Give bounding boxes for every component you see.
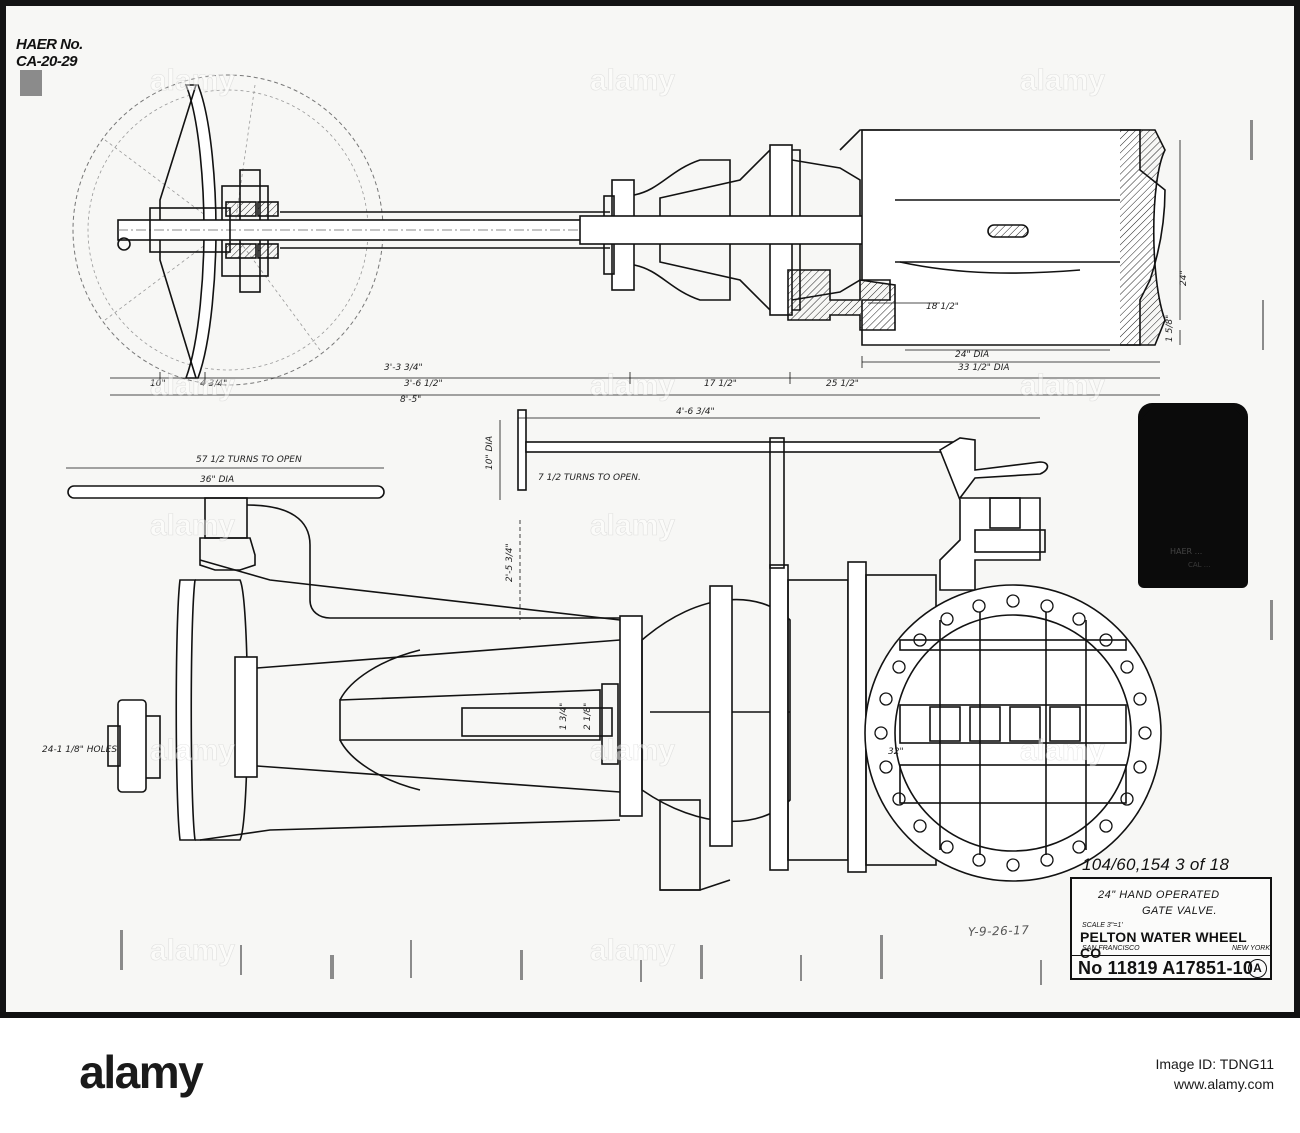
- tag-text-2: CAL ...: [1188, 561, 1211, 569]
- dim-24-right: 24": [1179, 270, 1189, 286]
- stem-dim-b: 2 1/8": [583, 703, 593, 730]
- watermark-text: alamy: [1020, 369, 1105, 402]
- top-sectional-view: [72, 74, 1181, 396]
- watermark-text: alamy: [150, 64, 235, 97]
- dim-24-dia: 24" DIA: [955, 350, 989, 360]
- flange-bolt-holes: [874, 594, 1152, 872]
- dim-25: 25 1/2": [826, 379, 859, 389]
- dim-8-5: 8'-5": [400, 395, 421, 405]
- title-line-1: 24" HAND OPERATED: [1098, 889, 1220, 901]
- watermark-text: alamy: [590, 934, 675, 967]
- dim-3-3: 3'-3 3/4": [384, 363, 423, 373]
- bottom-elevation-view: [66, 409, 1162, 891]
- dim-3-6: 3'-6 1/2": [404, 379, 443, 389]
- dim-17: 17 1/2": [704, 379, 737, 389]
- watermark-text: alamy: [150, 509, 235, 542]
- identification-tag: HAER ... CAL ...: [1138, 403, 1248, 588]
- watermark-layer: alamy alamy alamy alamy alamy alamy alam…: [150, 64, 1106, 968]
- watermark-text: alamy: [150, 369, 235, 402]
- dim-32: 32": [888, 747, 904, 757]
- drawing-number: No 11819 A17851-10: [1078, 958, 1254, 978]
- watermark-text: alamy: [150, 934, 235, 967]
- dim-33: 33 1/2" DIA: [958, 363, 1010, 373]
- haer-line-2: CA-20-29: [16, 53, 78, 70]
- stem-dim-a: 1 3/4": [559, 703, 569, 730]
- revision-circle: A: [1248, 959, 1267, 978]
- dim-10-dia: 10" DIA: [485, 436, 495, 470]
- title-line-2: GATE VALVE.: [1142, 905, 1217, 917]
- watermark-text: alamy: [590, 369, 675, 402]
- footer-meta: Image ID: TDNG11 www.alamy.com: [1155, 1056, 1274, 1092]
- dim-18: 18 1/2": [926, 302, 959, 312]
- title-block: 24" HAND OPERATED GATE VALVE. SCALE 3"=1…: [1070, 877, 1272, 980]
- blueprint-sheet: 24" 1 5/8" 18 1/2" 24" DIA 33 1/2" DIA 3…: [0, 0, 1300, 1018]
- watermark-text: alamy: [1020, 64, 1105, 97]
- dimension-labels: 24" 1 5/8" 18 1/2" 24" DIA 33 1/2" DIA 3…: [42, 270, 1189, 757]
- watermark-text: alamy: [590, 64, 675, 97]
- footer-bar: [0, 1018, 1300, 1133]
- dim-2-5: 2'-5 3/4": [505, 543, 515, 582]
- dim-flange-small: 1 5/8": [1165, 315, 1175, 342]
- watermark-text: alamy: [1020, 734, 1105, 767]
- holes-label: 24-1 1/8" HOLES: [42, 745, 117, 755]
- company-name: PELTON WATER WHEEL CO: [1080, 929, 1247, 961]
- dim-4-6: 4'-6 3/4": [676, 407, 715, 417]
- title-divider: [1072, 955, 1270, 956]
- footer-url[interactable]: www.alamy.com: [1173, 1076, 1274, 1092]
- sheet-count: 104/60,154 3 of 18: [1082, 855, 1230, 874]
- dim-10: 10": [150, 379, 166, 389]
- tag-text-1: HAER ...: [1170, 547, 1203, 556]
- dim-36: 36" DIA: [200, 475, 234, 485]
- paper-wear: [20, 70, 1273, 985]
- watermark-text: alamy: [590, 509, 675, 542]
- gate-valve-drawing: 24" 1 5/8" 18 1/2" 24" DIA 33 1/2" DIA 3…: [20, 64, 1273, 985]
- alamy-logo-icon: [20, 1040, 68, 1088]
- watermark-text: alamy: [150, 734, 235, 767]
- image-id: Image ID: TDNG11: [1155, 1056, 1274, 1072]
- turns-open-handle: 7 1/2 TURNS TO OPEN.: [538, 473, 641, 483]
- date-stamp: Y-9-26-17: [967, 922, 1030, 940]
- haer-line-1: HAER No.: [16, 36, 83, 53]
- city-left: SAN FRANCISCO: [1082, 945, 1140, 952]
- dim-4-3: 4 3/4": [200, 379, 227, 389]
- city-right: NEW YORK: [1232, 945, 1270, 952]
- footer-logo[interactable]: alamy: [20, 1040, 203, 1099]
- watermark-text: alamy: [590, 734, 675, 767]
- turns-open-wheel: 57 1/2 TURNS TO OPEN: [196, 455, 302, 465]
- footer-logo-text: alamy: [79, 1046, 203, 1098]
- haer-number-label: HAER No. CA-20-29: [16, 36, 83, 70]
- scale-label: SCALE 3"=1': [1082, 922, 1123, 929]
